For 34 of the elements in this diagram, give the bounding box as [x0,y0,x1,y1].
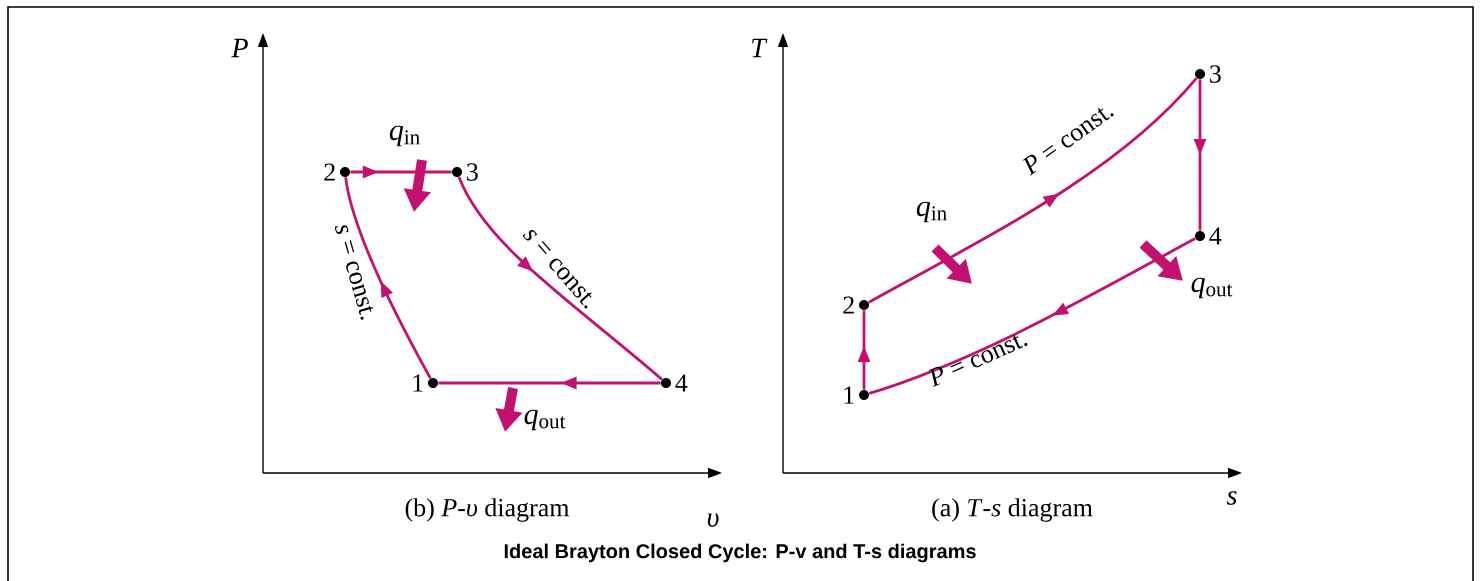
node-label: 3 [467,163,478,181]
node-label: 1 [844,386,854,404]
node-label: 1 [413,374,423,392]
heat-label: q$_{out}$ [1191,277,1233,299]
state-point: 2 [324,163,350,181]
edge-label: P = const. [929,334,1028,387]
axis-label: T [752,38,768,58]
state-point: 4 [1195,227,1222,245]
process-line [457,176,663,381]
node-label: 4 [1209,227,1222,245]
state-point: 3 [1195,65,1221,83]
diagram-caption: (a) T-s diagram [932,498,1093,522]
edge-label: P = const. [1022,107,1114,176]
heat-label: q$_{in}$ [389,125,420,147]
node-label: 4 [675,374,688,392]
edge-label: s = const. [335,225,374,320]
heat-label: q$_{in}$ [916,201,947,223]
process-line [344,177,432,379]
axis-label: P [231,38,248,58]
node-label: 2 [843,296,854,314]
node-label: 2 [324,163,335,181]
node-label: 3 [1210,65,1221,83]
axis-label: s [1226,491,1237,505]
axis-label: υ [707,513,719,527]
state-point: 1 [413,374,438,392]
state-point: 2 [843,296,869,314]
process-line [868,237,1196,395]
figure-caption: Ideal Brayton Closed Cycle: P-v and T-s diagrams [504,543,976,563]
state-point: 1 [844,386,869,404]
diagram-caption: (b) P-υ diagram [405,498,570,522]
process-line [868,77,1198,304]
heat-label: q$_{out}$ [524,409,566,431]
state-point: 3 [452,163,478,181]
state-point: 4 [661,374,688,392]
